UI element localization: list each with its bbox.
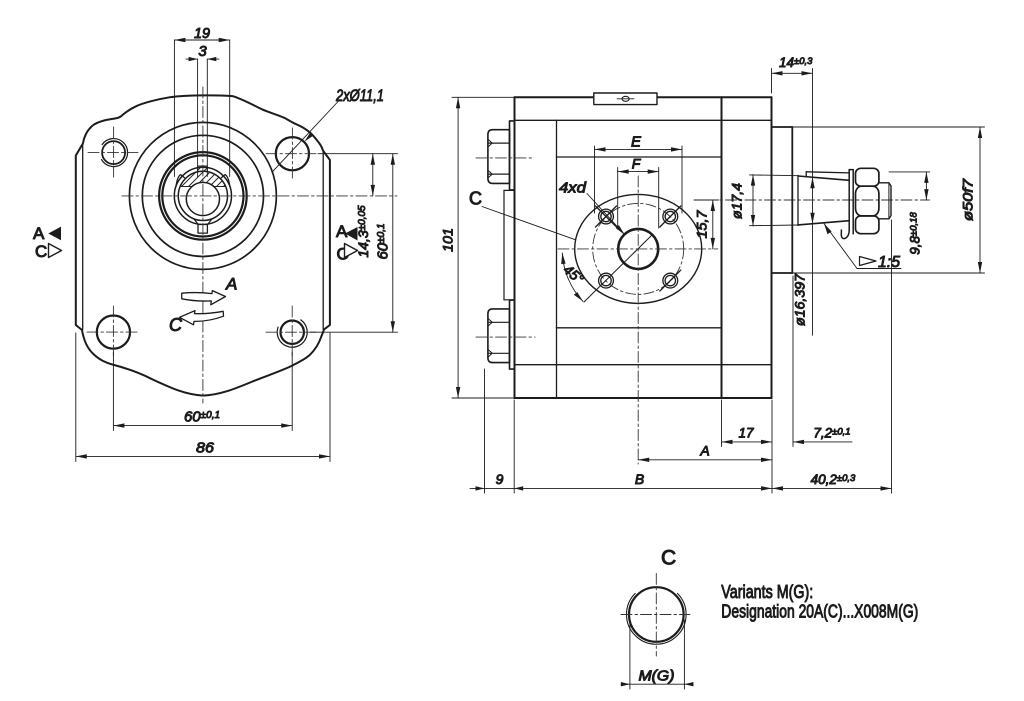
svg-text:9: 9 [496,471,504,487]
svg-text:19: 19 [194,25,211,42]
svg-text:B: B [635,471,644,487]
svg-text:Designation 20A(C)...X008M(G): Designation 20A(C)...X008M(G) [721,601,918,622]
svg-text:14±0,3: 14±0,3 [779,55,813,70]
svg-text:2xØ11,1: 2xØ11,1 [335,86,384,105]
svg-text:M(G): M(G) [639,669,675,685]
svg-text:86: 86 [196,440,215,457]
svg-text:Variants M(G):: Variants M(G): [721,581,813,602]
svg-text:C: C [469,189,482,209]
svg-text:17: 17 [739,425,755,441]
svg-text:7,2±0,1: 7,2±0,1 [813,426,850,441]
svg-text:4xd: 4xd [559,180,587,197]
svg-text:101: 101 [440,228,456,252]
svg-text:15,7: 15,7 [694,209,710,238]
svg-text:9,8±0,18: 9,8±0,18 [908,212,923,255]
svg-text:14,3±0,05: 14,3±0,05 [355,205,371,258]
svg-text:ø50f7: ø50f7 [960,178,976,221]
svg-text:ø17,4: ø17,4 [729,183,745,219]
svg-text:A: A [699,443,709,459]
svg-text:1:5: 1:5 [878,254,900,271]
svg-text:3: 3 [198,43,207,60]
svg-text:A: A [33,224,45,243]
svg-text:E: E [631,134,642,151]
svg-text:A: A [336,222,348,241]
svg-text:F: F [632,156,642,172]
svg-text:40,2±0,3: 40,2±0,3 [811,472,856,487]
svg-text:ø16,397: ø16,397 [792,273,808,326]
svg-text:A: A [225,275,237,294]
svg-text:C: C [661,547,676,570]
svg-text:C: C [169,315,183,335]
svg-text:C: C [35,242,47,261]
